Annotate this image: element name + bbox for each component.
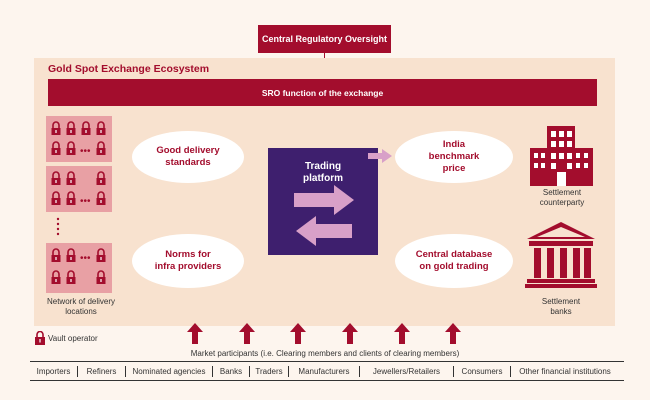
trade-arrows-icon [294, 149, 392, 246]
benchmark-price-ellipse: India benchmark price [395, 131, 513, 183]
svg-text:•••: ••• [80, 253, 91, 264]
central-database-ellipse: Central database on gold trading [395, 234, 513, 288]
sro-function-bar: SRO function of the exchange [48, 79, 597, 106]
lock-icon-group-3: ••• [50, 248, 107, 285]
participant-manufacturers: Manufacturers [289, 365, 360, 377]
vertical-dots [56, 217, 60, 236]
participant-importers: Importers [30, 365, 78, 377]
settlement-banks-label: Settlement banks [541, 297, 581, 316]
participants-bar: Importers Refiners Nominated agencies Ba… [30, 361, 624, 381]
svg-text:•••: ••• [80, 146, 91, 157]
oversight-connector [324, 53, 325, 58]
participant-other-financial: Other financial institutions [519, 366, 611, 376]
participant-nominated-agencies: Nominated agencies [126, 365, 213, 377]
participant-banks: Banks [213, 365, 250, 377]
vault-operator-label: Vault operator [48, 334, 98, 343]
lock-icon-group-1: ••• [50, 121, 107, 157]
svg-text:•••: ••• [80, 196, 91, 207]
delivery-network-label: Network of delivery locations [46, 297, 116, 316]
participant-refiners: Refiners [78, 365, 126, 377]
participant-consumers: Consumers [454, 365, 511, 377]
good-delivery-standards-ellipse: Good delivery standards [132, 131, 244, 183]
lock-icon-group-2: ••• [50, 171, 107, 207]
settlement-counterparty-label: Settlement counterparty [539, 188, 585, 207]
settlement-counterparty-icon [530, 126, 593, 186]
participant-jewellers-retailers: Jewellers/Retailers [360, 365, 454, 377]
participant-traders: Traders [250, 365, 289, 377]
central-regulatory-oversight-box: Central Regulatory Oversight [258, 25, 391, 53]
delivery-network-graphic: ••• ••• ••• [46, 116, 112, 293]
ecosystem-title: Gold Spot Exchange Ecosystem [48, 63, 210, 75]
market-participants-label: Market participants (i.e. Clearing membe… [190, 349, 460, 358]
trading-platform-label: Trading platform [303, 161, 343, 184]
participant-up-arrows [187, 323, 461, 344]
infra-norms-ellipse: Norms for infra providers [132, 234, 244, 288]
settlement-banks-icon [525, 222, 597, 288]
vault-lock-icon [35, 331, 45, 345]
